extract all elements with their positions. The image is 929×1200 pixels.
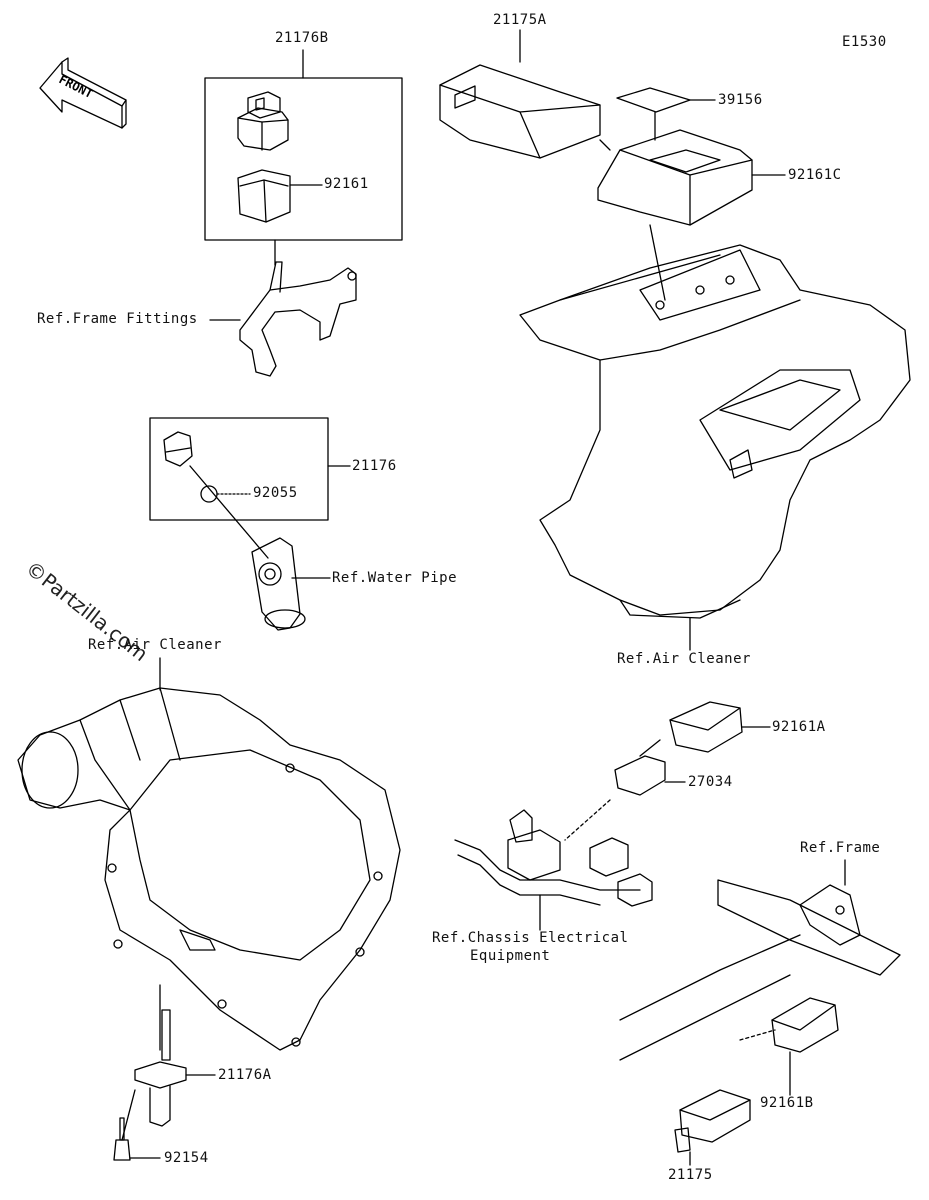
label-ref-water-pipe: Ref.Water Pipe (332, 570, 458, 586)
bolt-92154 (113, 1117, 131, 1161)
sensor-21176A (134, 1009, 187, 1127)
label-ref-frame: Ref.Frame (800, 840, 881, 856)
chassis-harness (454, 809, 653, 907)
sensor-21175 (674, 1089, 751, 1153)
battery-case-frame (519, 244, 911, 619)
label-21176A: 21176A (218, 1067, 272, 1083)
label-92154: 92154 (164, 1150, 209, 1166)
label-ref-frame-fittings: Ref.Frame Fittings (37, 311, 198, 327)
sensor-27034 (614, 755, 666, 796)
air-cleaner-left (17, 687, 401, 1051)
water-pipe (251, 537, 306, 631)
label-39156: 39156 (718, 92, 763, 108)
ecu-21175A (439, 64, 601, 159)
seal-92161 (237, 169, 291, 223)
front-arrow-icon (39, 57, 127, 129)
label-21175A: 21175A (493, 12, 547, 28)
cover-92161B (771, 997, 839, 1053)
connector-21176B (237, 91, 289, 151)
label-ref-air-cleaner-right: Ref.Air Cleaner (617, 651, 751, 667)
label-92161A: 92161A (772, 719, 826, 735)
cover-92161C (597, 129, 753, 226)
bracket-21176B (204, 77, 403, 241)
label-92161B: 92161B (760, 1095, 814, 1111)
bracket-frame-fittings (239, 261, 357, 377)
diagram-code: E1530 (842, 34, 887, 50)
pad-39156 (616, 87, 691, 113)
label-92055: 92055 (253, 485, 298, 501)
label-21176: 21176 (352, 458, 397, 474)
label-ref-chassis-line1: Ref.Chassis Electrical (432, 930, 629, 946)
cover-92161A (669, 701, 743, 753)
bracket-21176 (149, 417, 329, 521)
sensor-21176 (163, 431, 193, 467)
label-ref-air-cleaner-left: Ref.Air Cleaner (88, 637, 222, 653)
label-27034: 27034 (688, 774, 733, 790)
label-21175: 21175 (668, 1167, 713, 1183)
label-21176B: 21176B (275, 30, 329, 46)
label-92161: 92161 (324, 176, 369, 192)
label-ref-chassis-line2: Equipment (470, 948, 551, 964)
frame-right (619, 879, 901, 1061)
label-92161C: 92161C (788, 167, 842, 183)
